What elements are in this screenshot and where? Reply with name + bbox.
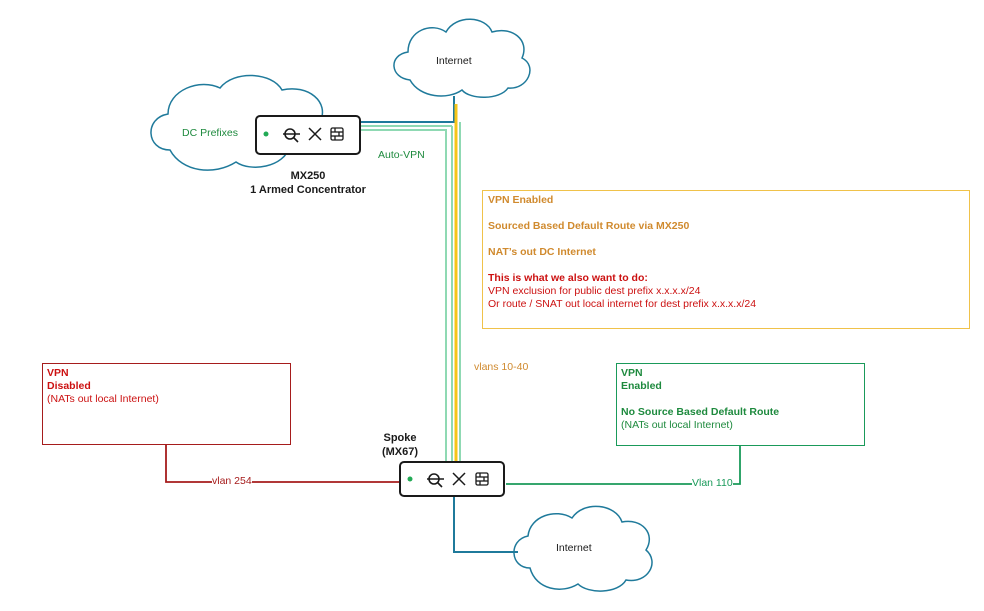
mx250-device	[255, 115, 361, 155]
right-line-4: (NATs out local Internet)	[621, 419, 733, 431]
internet-bottom-label: Internet	[556, 542, 592, 554]
internet-cloud-top	[393, 18, 531, 98]
info-line-1: VPN Enabled	[488, 194, 554, 206]
right-line-2: Enabled	[621, 380, 662, 392]
spoke-label: Spoke (MX67)	[360, 432, 440, 460]
arrows-icon	[308, 127, 322, 141]
right-line-3: No Source Based Default Route	[621, 406, 780, 418]
vlans-label: vlans 10-40	[474, 361, 529, 373]
internet-top-label: Internet	[436, 55, 472, 67]
info-line-4: This is what we also want to do:	[488, 272, 648, 284]
vpn-enabled-box: VPN Enabled No Source Based Default Rout…	[616, 363, 865, 446]
info-line-6: Or route / SNAT out local internet for d…	[488, 298, 757, 310]
left-line-2: Disabled	[47, 380, 91, 392]
dc-prefixes-label: DC Prefixes	[182, 127, 239, 139]
auto-vpn-label: Auto-VPN	[378, 149, 425, 161]
arrows-icon	[452, 472, 466, 486]
firewall-icon	[475, 472, 489, 486]
info-box: VPN Enabled Sourced Based Default Route …	[482, 190, 970, 329]
mx250-name: MX250	[290, 170, 326, 182]
mx250-label: MX250 1 Armed Concentrator	[238, 170, 378, 198]
mx250-role: 1 Armed Concentrator	[250, 183, 366, 196]
info-line-3: NAT’s out DC Internet	[488, 246, 596, 258]
info-line-5: VPN exclusion for public dest prefix x.x…	[488, 285, 701, 297]
vlan110-label: Vlan 110	[692, 477, 733, 491]
spoke-device	[399, 461, 505, 497]
firewall-icon	[330, 127, 344, 141]
info-line-2: Sourced Based Default Route via MX250	[488, 220, 690, 232]
left-line-1: VPN	[47, 367, 69, 379]
vpn-disabled-box: VPN Disabled (NATs out local Internet)	[42, 363, 291, 445]
spoke-model: (MX67)	[381, 445, 419, 458]
spoke-name: Spoke	[383, 432, 417, 444]
left-line-3: (NATs out local Internet)	[47, 393, 159, 405]
internet-cloud-bottom	[513, 505, 653, 592]
right-line-1: VPN	[621, 367, 643, 379]
vlan254-label: vlan 254	[212, 475, 252, 489]
